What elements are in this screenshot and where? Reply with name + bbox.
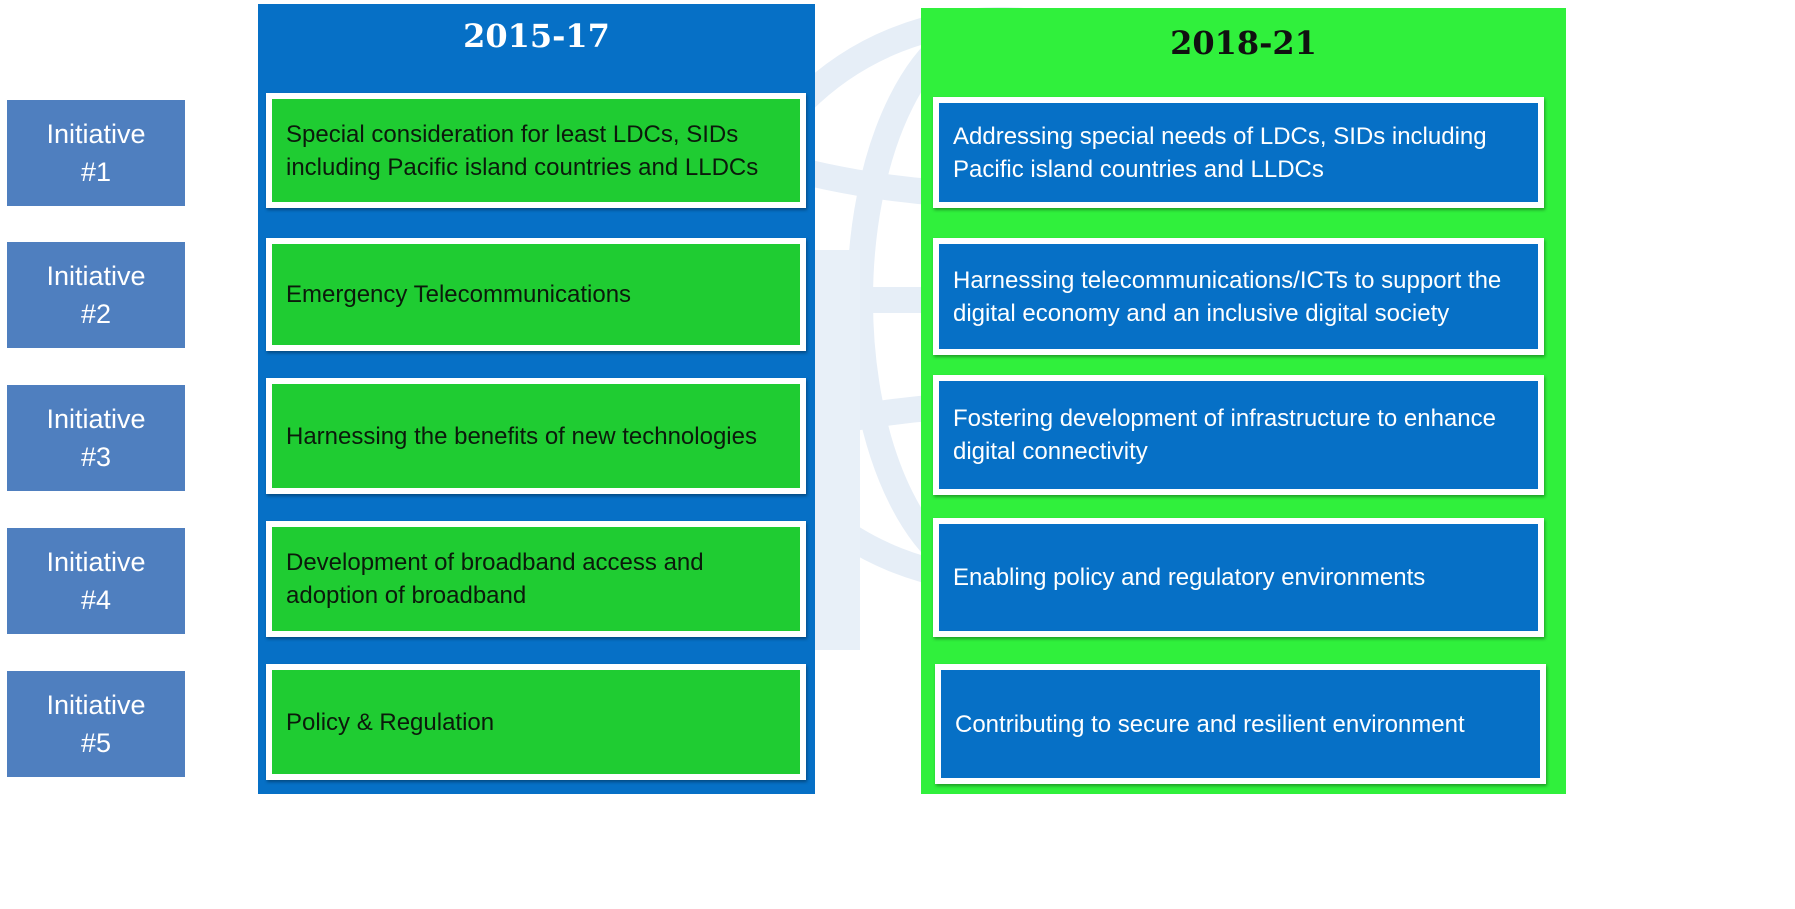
left-card-3-text: Harnessing the benefits of new technolog… [286, 422, 757, 450]
left-card-1-text: Special consideration for least LDCs, SI… [286, 120, 759, 181]
left-card-4: Development of broadband access and adop… [266, 521, 806, 637]
left-card-1: Special consideration for least LDCs, SI… [266, 93, 806, 208]
initiative-5-label: Initiative #5 [7, 671, 185, 777]
column-2015-17-title: 2015-17 [463, 17, 610, 55]
right-card-2-text: Harnessing telecommunications/ICTs to su… [953, 266, 1502, 327]
right-card-1: Addressing special needs of LDCs, SIDs i… [933, 97, 1544, 208]
right-card-4: Enabling policy and regulatory environme… [933, 518, 1544, 637]
initiative-5-word: Initiative [46, 690, 146, 720]
initiative-4-number: #4 [80, 585, 112, 615]
initiative-3-number: #3 [80, 442, 112, 472]
right-card-4-text: Enabling policy and regulatory environme… [953, 564, 1426, 591]
left-card-5: Policy & Regulation [266, 664, 806, 780]
left-card-2: Emergency Telecommunications [266, 238, 806, 351]
left-card-3: Harnessing the benefits of new technolog… [266, 378, 806, 494]
initiative-4-label: Initiative #4 [7, 528, 185, 634]
left-card-2-text: Emergency Telecommunications [286, 281, 632, 308]
initiative-2-label: Initiative #2 [7, 242, 185, 348]
left-card-4-text: Development of broadband access and adop… [286, 549, 704, 609]
column-2018-21-title: 2018-21 [1170, 24, 1317, 62]
initiative-3-word: Initiative [46, 404, 146, 434]
right-card-5-text: Contributing to secure and resilient env… [955, 710, 1465, 738]
initiative-4-word: Initiative [46, 547, 146, 577]
initiative-1-word: Initiative [46, 119, 146, 149]
left-card-5-text: Policy & Regulation [286, 708, 495, 736]
right-card-1-text: Addressing special needs of LDCs, SIDs i… [953, 122, 1487, 183]
initiative-5-number: #5 [80, 728, 112, 758]
initiative-1-label: Initiative #1 [7, 100, 185, 206]
initiative-3-label: Initiative #3 [7, 385, 185, 491]
initiative-1-number: #1 [80, 157, 112, 187]
right-card-2: Harnessing telecommunications/ICTs to su… [933, 238, 1544, 355]
right-card-3: Fostering development of infrastructure … [933, 375, 1544, 495]
right-card-5: Contributing to secure and resilient env… [935, 664, 1546, 784]
initiative-2-word: Initiative [46, 261, 146, 291]
initiative-2-number: #2 [80, 299, 112, 329]
right-card-3-text: Fostering development of infrastructure … [953, 405, 1496, 465]
